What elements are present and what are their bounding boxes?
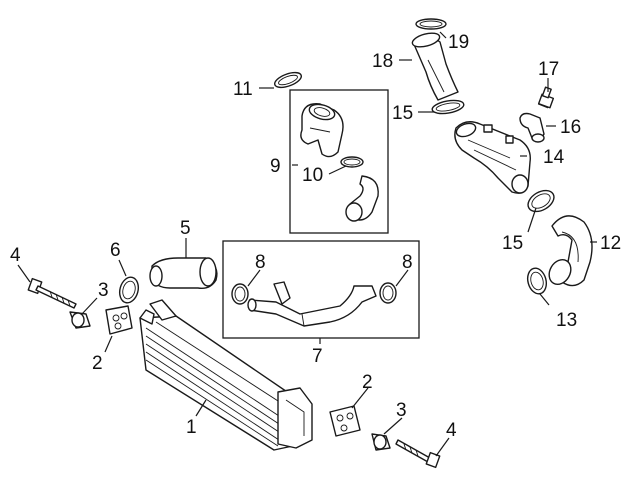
part-13-oring bbox=[526, 267, 548, 295]
part-18-inlet-tube bbox=[411, 32, 459, 101]
part-15-clamp-lower bbox=[527, 189, 555, 213]
part-4-bolt-left bbox=[27, 277, 77, 309]
callout-3-right: 3 bbox=[396, 400, 407, 421]
callout-5: 5 bbox=[180, 218, 191, 239]
callout-4-left: 4 bbox=[10, 245, 21, 266]
group-7-box bbox=[222, 240, 420, 339]
callout-16: 16 bbox=[560, 117, 581, 138]
part-11-oring bbox=[273, 71, 303, 89]
group-9-box bbox=[289, 89, 389, 234]
callout-2-left: 2 bbox=[92, 353, 103, 374]
callout-13: 13 bbox=[556, 310, 577, 331]
callout-12: 12 bbox=[600, 233, 621, 254]
part-2-bracket-right bbox=[329, 405, 361, 437]
callout-8-right: 8 bbox=[402, 252, 413, 273]
callout-18: 18 bbox=[372, 51, 393, 72]
callout-11: 11 bbox=[233, 79, 253, 100]
callout-6: 6 bbox=[110, 240, 121, 261]
part-1-intercooler bbox=[139, 299, 313, 451]
callout-9: 9 bbox=[270, 156, 281, 177]
part-10-clamp bbox=[340, 156, 364, 168]
part-2-bracket-left bbox=[105, 305, 133, 335]
callout-7: 7 bbox=[312, 346, 323, 367]
callout-15-upper: 15 bbox=[392, 103, 413, 124]
part-3-stud-left bbox=[69, 311, 91, 329]
part-19-oring bbox=[415, 18, 447, 30]
part-14-charge-pipe bbox=[454, 121, 531, 194]
part-7-coolant-pipe bbox=[247, 281, 377, 327]
part-12-curved-hose bbox=[548, 215, 593, 287]
part-3-stud-right bbox=[371, 433, 391, 451]
part-8-clamp-right bbox=[379, 282, 397, 304]
callout-3-left: 3 bbox=[98, 280, 109, 301]
part-15-clamp-upper bbox=[431, 99, 465, 115]
part-17-sensor bbox=[537, 86, 555, 109]
callout-14: 14 bbox=[543, 147, 565, 168]
part-8-clamp-left bbox=[231, 283, 249, 305]
callout-19: 19 bbox=[448, 32, 469, 53]
callout-labels: 19 18 17 11 15 16 14 9 10 5 15 12 6 4 8 … bbox=[10, 32, 621, 441]
callout-17: 17 bbox=[538, 59, 559, 80]
callout-10: 10 bbox=[302, 165, 323, 186]
part-5-hose bbox=[149, 257, 218, 290]
callout-15-lower: 15 bbox=[502, 233, 523, 254]
callout-2-right: 2 bbox=[362, 372, 373, 393]
part-9-hose bbox=[345, 175, 379, 222]
part-16-elbow-fitting bbox=[519, 112, 545, 143]
callout-1: 1 bbox=[186, 417, 197, 438]
callout-8-left: 8 bbox=[255, 252, 266, 273]
part-6-oring bbox=[118, 276, 140, 304]
part-9-throttle-housing bbox=[300, 103, 344, 158]
callout-4-right: 4 bbox=[446, 420, 457, 441]
part-4-bolt-right bbox=[395, 439, 441, 469]
leader-lines bbox=[17, 31, 597, 457]
